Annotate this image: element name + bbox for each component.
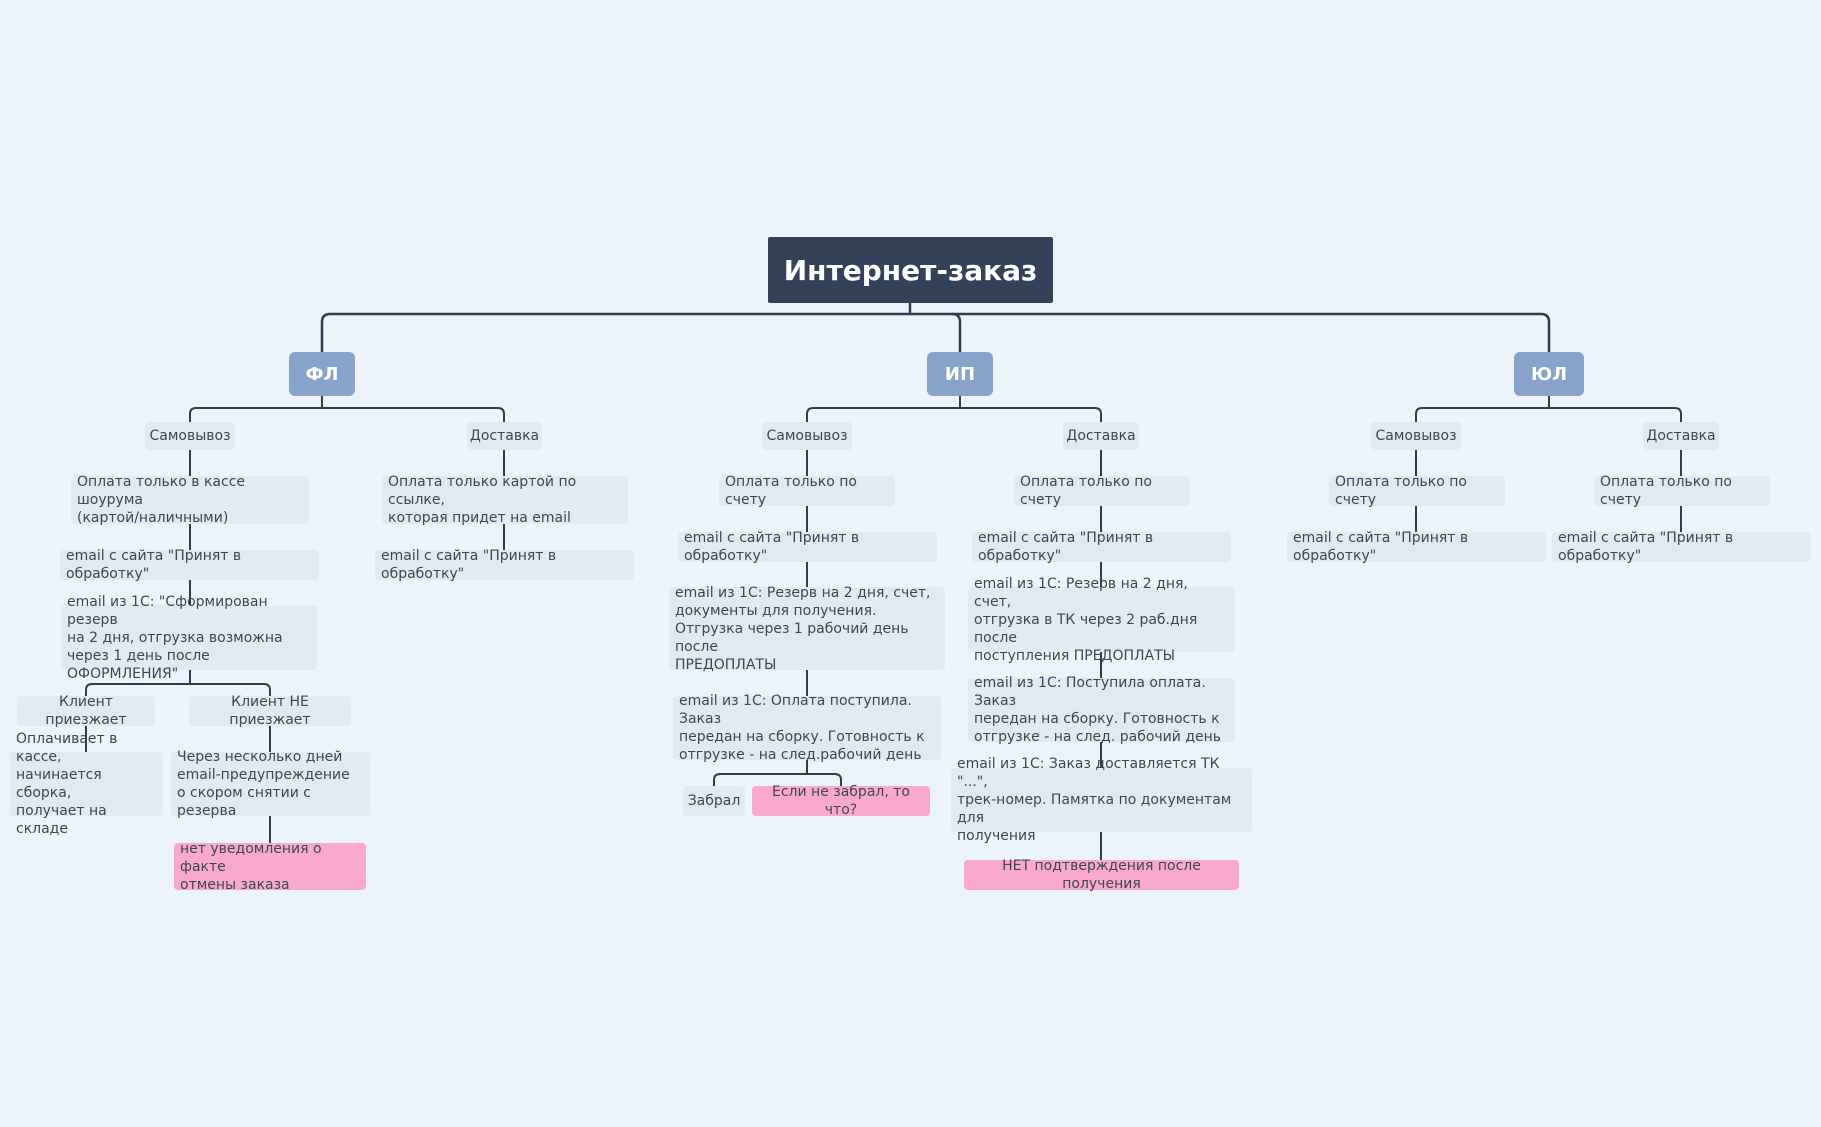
ip-delivery-email-1c-shipping[interactable]: email из 1С: Заказ доставляется ТК "..."… [951, 756, 1252, 844]
fl-delivery[interactable]: Доставка [467, 422, 542, 450]
ip-pickup[interactable]: Самовывоз [762, 422, 852, 450]
ip-delivery-payment[interactable]: Оплата только по счету [1014, 474, 1190, 508]
ul-pickup-payment[interactable]: Оплата только по счету [1329, 474, 1505, 508]
ul-delivery-email-site[interactable]: email с сайта "Принят в обработку" [1552, 530, 1811, 564]
ul-delivery-payment[interactable]: Оплата только по счету [1594, 474, 1770, 508]
ip-warning-no-confirmation[interactable]: НЕТ подтверждения после получения [964, 858, 1239, 892]
fl-delivery-email-site[interactable]: email с сайта "Принят в обработку" [375, 548, 634, 582]
ip-pickup-took[interactable]: Забрал [683, 786, 745, 816]
fl-warning-no-cancel-notice[interactable]: нет уведомления о факте отмены заказа [174, 841, 366, 893]
branch-fl[interactable]: ФЛ [289, 352, 355, 396]
ul-pickup-email-site[interactable]: email с сайта "Принят в обработку" [1287, 530, 1546, 564]
ip-delivery-email-1c-reserve[interactable]: email из 1С: Резерв на 2 дня, счет, отгр… [968, 576, 1235, 664]
ul-pickup[interactable]: Самовывоз [1371, 422, 1461, 450]
ip-pickup-payment[interactable]: Оплата только по счету [719, 474, 895, 508]
ip-delivery-email-1c-paid[interactable]: email из 1С: Поступила оплата. Заказ пер… [968, 675, 1235, 745]
branch-ip[interactable]: ИП [927, 352, 993, 396]
fl-pickup-email-1c[interactable]: email из 1С: "Сформирован резерв на 2 дн… [61, 594, 317, 682]
fl-pickup-email-site[interactable]: email с сайта "Принят в обработку" [60, 548, 319, 582]
fl-client-comes[interactable]: Клиент приезжает [17, 694, 155, 728]
fl-pickup[interactable]: Самовывоз [145, 422, 235, 450]
fl-client-not-comes[interactable]: Клиент НЕ приезжает [189, 694, 351, 728]
fl-pickup-payment[interactable]: Оплата только в кассе шоурума (картой/на… [71, 474, 309, 526]
branch-ul[interactable]: ЮЛ [1514, 352, 1584, 396]
ip-delivery[interactable]: Доставка [1063, 422, 1139, 450]
root-topic[interactable]: Интернет-заказ [768, 237, 1053, 303]
fl-client-not-comes-detail[interactable]: Через несколько дней email-предупреждени… [171, 749, 370, 819]
ip-delivery-email-site[interactable]: email с сайта "Принят в обработку" [972, 530, 1231, 564]
ip-warning-not-taken[interactable]: Если не забрал, то что? [752, 784, 930, 818]
fl-delivery-payment[interactable]: Оплата только картой по ссылке, которая … [382, 474, 628, 526]
ul-delivery[interactable]: Доставка [1643, 422, 1719, 450]
ip-pickup-email-site[interactable]: email с сайта "Принят в обработку" [678, 530, 937, 564]
fl-client-comes-detail[interactable]: Оплачивает в кассе, начинается сборка, п… [10, 731, 163, 837]
ip-pickup-email-1c-paid[interactable]: email из 1С: Оплата поступила. Заказ пер… [673, 693, 941, 763]
ip-pickup-email-1c-reserve[interactable]: email из 1С: Резерв на 2 дня, счет, доку… [669, 585, 945, 673]
